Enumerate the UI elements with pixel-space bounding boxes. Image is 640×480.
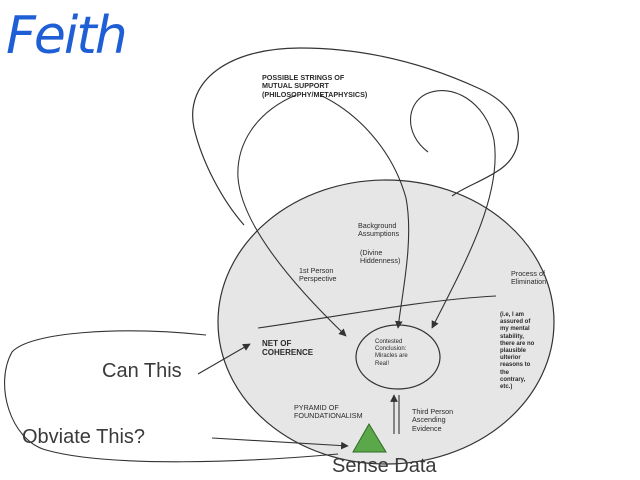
possible-strings-label: POSSIBLE STRINGS OF MUTUAL SUPPORT (PHIL… xyxy=(262,73,368,99)
sense-data-triangle xyxy=(352,423,387,453)
sense-data-label: Sense Data xyxy=(332,455,437,477)
third-person-label: Third Person Ascending Evidence xyxy=(412,407,454,433)
pyramid-label: PYRAMID OF FOUNDATIONALISM xyxy=(294,403,363,421)
process-of-elimination-label: Process of Elimination xyxy=(511,269,547,287)
contested-conclusion-label: Contested Conclusion: Miracles are Real! xyxy=(375,339,408,367)
mutual-support-loop xyxy=(192,47,519,226)
first-person-label: 1st Person Perspective xyxy=(299,266,337,284)
obviate-this-label: Obviate This? xyxy=(22,426,146,448)
can-this-label: Can This xyxy=(102,360,182,382)
net-of-coherence-label: NET OF COHERENCE xyxy=(262,339,314,358)
string-arrow-right xyxy=(409,89,496,329)
string-arrow-left xyxy=(237,94,347,337)
string-arrow-middle xyxy=(319,94,410,329)
divine-hiddenness-label: (Divine Hiddenness) xyxy=(360,248,401,266)
can-this-loop xyxy=(4,330,339,463)
obviate-arrow xyxy=(211,437,349,450)
background-assumptions-label: Background Assumptions xyxy=(358,221,400,239)
can-this-arrow xyxy=(197,343,251,375)
handwritten-title: Feith xyxy=(6,6,128,66)
net-line xyxy=(257,295,497,329)
elimination-note: (i.e, I am assured of my mental stabilit… xyxy=(500,312,535,390)
